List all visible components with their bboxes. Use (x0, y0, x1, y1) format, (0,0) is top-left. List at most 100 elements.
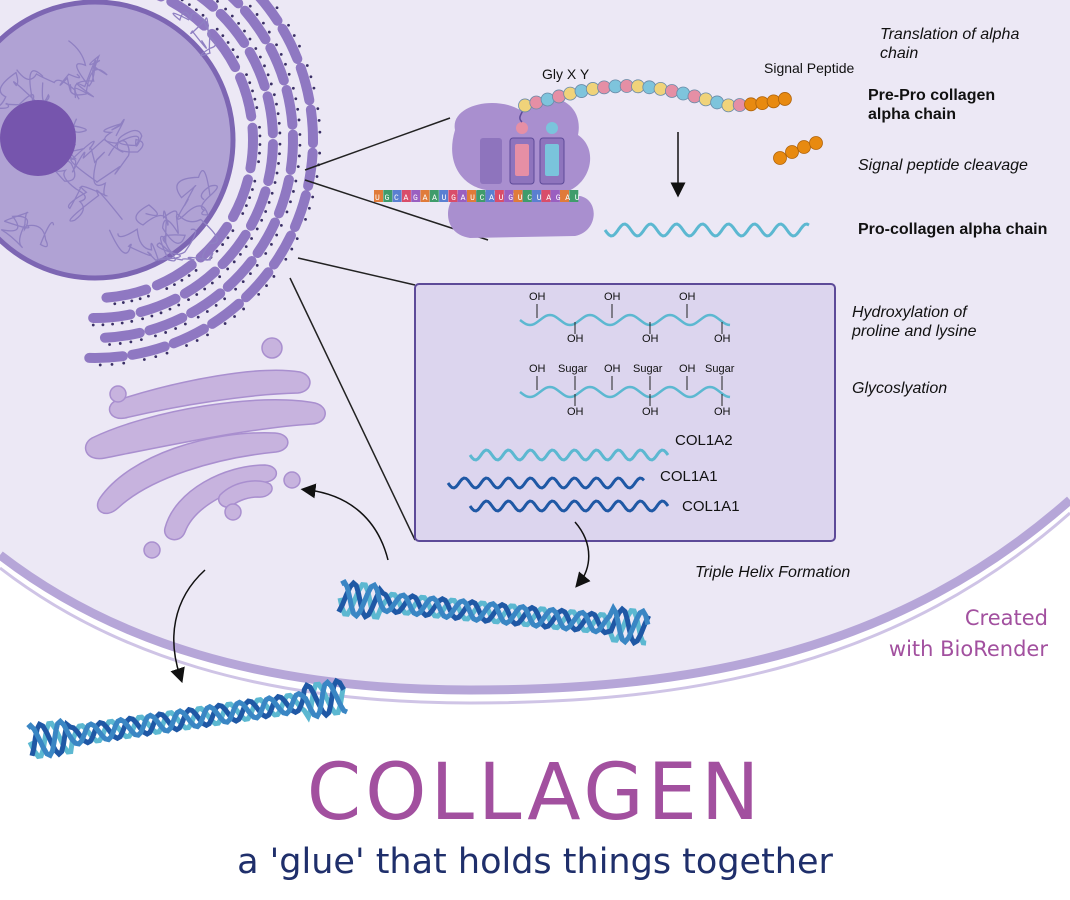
er-ribosome-dot (154, 355, 158, 359)
label-signal-peptide: Signal Peptide (764, 60, 855, 76)
er-ribosome-dot (139, 338, 143, 342)
chromatin-strand (0, 211, 55, 249)
er-ribosome-dot (120, 321, 124, 325)
er-ribosome-dot (272, 275, 276, 278)
er-ribosome-dot (129, 340, 133, 344)
er-ribosome-dot (196, 315, 200, 319)
chromatin-strand (117, 213, 218, 262)
er-ribosome-dot (232, 260, 236, 264)
er-ribosome-dot (215, 249, 219, 253)
er-ribosome-dot (185, 344, 188, 347)
er-ribosome-dot (187, 274, 191, 277)
er-cisterna (84, 351, 128, 363)
er-ribosome-dot (183, 322, 187, 326)
er-ribosome-dot (255, 263, 259, 267)
er-ribosome-dot (278, 152, 281, 156)
er-ribosome-dot (258, 151, 261, 155)
oh-group-label: OH (642, 333, 659, 345)
er-ribosome-dot (305, 64, 309, 67)
er-cisterna (186, 288, 226, 319)
mrna-codon (522, 190, 532, 202)
er-cisterna (135, 293, 181, 318)
er-ribosome-dot (307, 206, 311, 210)
er-ribosome-dot (287, 72, 291, 76)
label-col1a1-a: COL1A1 (660, 468, 718, 485)
helix-strand (26, 678, 349, 759)
chromatin-strand (135, 204, 186, 245)
er-cisterna (262, 91, 278, 139)
er-ribosome-dot (236, 55, 239, 59)
er-ribosome-dot (206, 333, 209, 337)
er-ribosome-dot (111, 322, 114, 326)
er-cisterna (196, 0, 218, 12)
mrna-codon (392, 190, 402, 202)
er-ribosome-dot (316, 107, 320, 111)
er-ribosome-dot (168, 307, 172, 311)
er-ribosome-dot (226, 236, 230, 240)
er-cisterna (277, 23, 303, 64)
col1a1-chain-a (446, 476, 646, 490)
label-procollagen: Pro-collagen alpha chain (858, 221, 1048, 238)
amino-acid-bead (676, 86, 691, 101)
er-ribosome-dot (260, 218, 264, 222)
er-ribosome-dot (230, 14, 234, 18)
er-ribosome-dot (297, 154, 301, 158)
er-ribosome-dot (221, 243, 225, 246)
signal-peptide-bead (785, 145, 799, 159)
er-ribosome-dot (248, 4, 252, 8)
er-ribosome-dot (258, 55, 262, 59)
er-ribosome-dot (242, 307, 245, 311)
er-ribosome-dot (289, 200, 292, 204)
er-ribosome-dot (278, 142, 282, 146)
oh-group-label: OH (604, 363, 621, 375)
er-ribosome-dot (295, 237, 299, 241)
er-ribosome-dot (241, 280, 245, 284)
chromatin-strand (176, 170, 218, 220)
mrna-codon (439, 190, 449, 202)
er-ribosome-dot (296, 107, 300, 111)
er-ribosome-dot (218, 275, 222, 279)
er-ribosome-dot (249, 272, 252, 276)
zoom-line (297, 257, 416, 286)
er-ribosome-dot (174, 327, 178, 330)
er-ribosome-dot (279, 52, 283, 56)
triple-helix-secreted (26, 677, 349, 760)
oh-group-label: OH (529, 363, 546, 375)
er-ribosome-dot (108, 343, 111, 346)
er-cisterna (239, 5, 271, 45)
er-ribosome-dot (287, 23, 290, 27)
er-ribosome-dot (110, 362, 114, 366)
er-ribosome-dot (165, 287, 169, 290)
page-title: COLLAGEN (306, 748, 764, 838)
er-ribosome-dot (165, 351, 169, 355)
helix-strand (340, 578, 651, 646)
er-ribosome-dot (245, 73, 248, 77)
er-ribosome-dot (195, 339, 199, 342)
er-ribosome-dot (277, 162, 280, 165)
er-cisterna (151, 259, 197, 291)
label-gly-x-y: Gly X Y (542, 66, 590, 82)
er-ribosome-dot (226, 267, 230, 271)
er-ribosome-dot (272, 93, 276, 97)
amino-acid-bead (574, 84, 589, 98)
chromatin-strand (16, 40, 97, 99)
col1a1-chain-b (468, 499, 670, 513)
er-cisterna (179, 266, 220, 299)
endoplasmic-reticulum (84, 0, 322, 367)
modification-inset (414, 283, 836, 542)
triple-helix-inside (336, 578, 651, 647)
oh-group-label: OH (567, 333, 584, 345)
er-ribosome-dot (267, 201, 271, 204)
er-ribosome-dot (241, 212, 245, 215)
mrna-codon (420, 190, 430, 202)
credit-line2: with BioRender (888, 637, 1048, 661)
er-ribosome-dot (224, 7, 228, 11)
er-ribosome-dot (215, 27, 219, 31)
er-ribosome-dot (255, 13, 259, 16)
er-ribosome-dot (255, 106, 259, 109)
er-ribosome-dot (258, 134, 262, 138)
amino-acid-bead (529, 95, 544, 110)
amino-acid-bead (642, 80, 657, 95)
arrow-to-helix (574, 521, 591, 588)
label-cleavage: Signal peptide cleavage (858, 157, 1028, 174)
